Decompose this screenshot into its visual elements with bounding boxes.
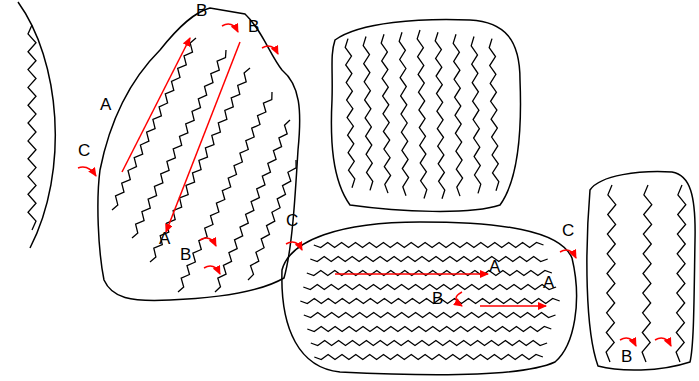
layer-line [303,285,556,290]
part-label: C [562,222,574,239]
slip-arrow [122,38,190,172]
slip-arrow [480,305,546,307]
curved-arrow [655,338,671,346]
part-label: C [78,142,90,159]
curved-arrow [200,238,216,246]
layer-lines [28,25,686,362]
part-label: A [543,274,554,291]
part-label: B [180,246,191,263]
curved-arrow [560,250,576,258]
layer-line [489,39,499,191]
red-arrows [78,24,671,346]
part-label: A [159,230,170,247]
curved-arrow [620,338,636,346]
layer-line [417,30,427,199]
part-label: A [100,96,111,113]
layer-line [307,271,552,276]
layer-line [314,355,543,360]
rock-outline [18,2,55,248]
curved-arrow [262,46,278,54]
part-label: A [489,258,500,275]
rock-outline [331,20,520,212]
part-label: B [196,2,207,19]
outlines [18,2,695,375]
layer-line [28,25,36,230]
layer-line [300,299,559,304]
layer-line [345,39,355,188]
part-label: B [621,348,632,365]
part-label: C [286,212,298,229]
curved-arrow [78,167,96,176]
layer-line [642,185,652,362]
layer-line [471,37,481,194]
rock-outline [587,172,695,371]
layer-line [399,32,408,196]
curved-arrow [286,242,302,250]
layer-line [311,341,547,346]
slip-arrow [335,273,488,275]
layer-line [304,313,556,318]
layer-line [676,185,686,362]
layer-line [215,120,290,292]
curved-arrow [456,292,462,306]
layer-line [453,34,462,196]
layer-line [132,50,226,238]
part-label: B [248,18,259,35]
layer-line [310,257,547,262]
part-label: B [432,290,443,307]
layer-line [307,327,551,332]
layer-line [363,37,373,191]
rock-outline [98,8,300,300]
slip-arrow [166,42,240,232]
rock-outline [282,222,577,375]
layer-line [435,32,445,199]
curved-arrow [204,266,220,274]
layer-line [606,185,616,362]
layer-line [314,243,544,248]
layer-line [112,38,196,210]
layer-line [381,34,390,193]
curved-arrow [222,24,238,32]
